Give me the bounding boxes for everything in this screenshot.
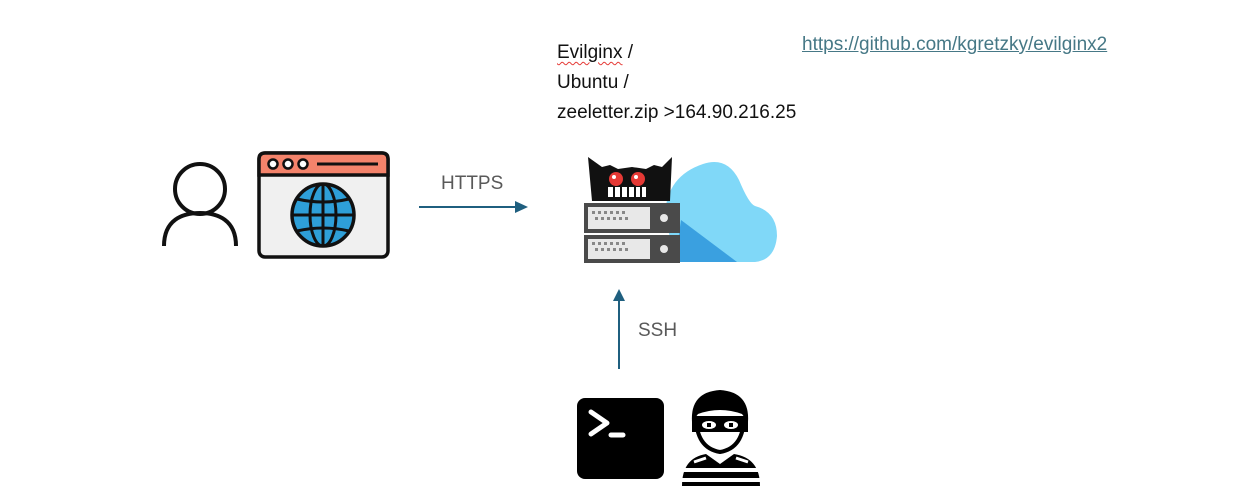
ssh-label: SSH: [638, 320, 678, 341]
browser-globe-icon: [257, 151, 390, 259]
https-arrow: [419, 201, 528, 213]
globe-icon: [290, 182, 356, 248]
server-label: Evilginx / Ubuntu / zeeletter.zip >164.9…: [557, 38, 796, 128]
server-name: Evilginx: [557, 42, 623, 63]
github-link[interactable]: https://github.com/kgretzky/evilginx2: [802, 34, 1108, 55]
server-label-line1: Evilginx /: [557, 38, 796, 68]
hacker-icon: [682, 390, 760, 486]
cloud-icon: [665, 162, 777, 262]
server-label-line3: zeeletter.zip >164.90.216.25: [557, 102, 797, 123]
terminal-icon: [577, 398, 664, 479]
server-label-line2: Ubuntu /: [557, 72, 629, 93]
evil-server-icon: [584, 157, 680, 263]
ssh-arrow: [613, 289, 625, 369]
https-label: HTTPS: [441, 173, 504, 194]
server-name-separator: /: [622, 42, 634, 63]
user-icon: [162, 162, 238, 247]
